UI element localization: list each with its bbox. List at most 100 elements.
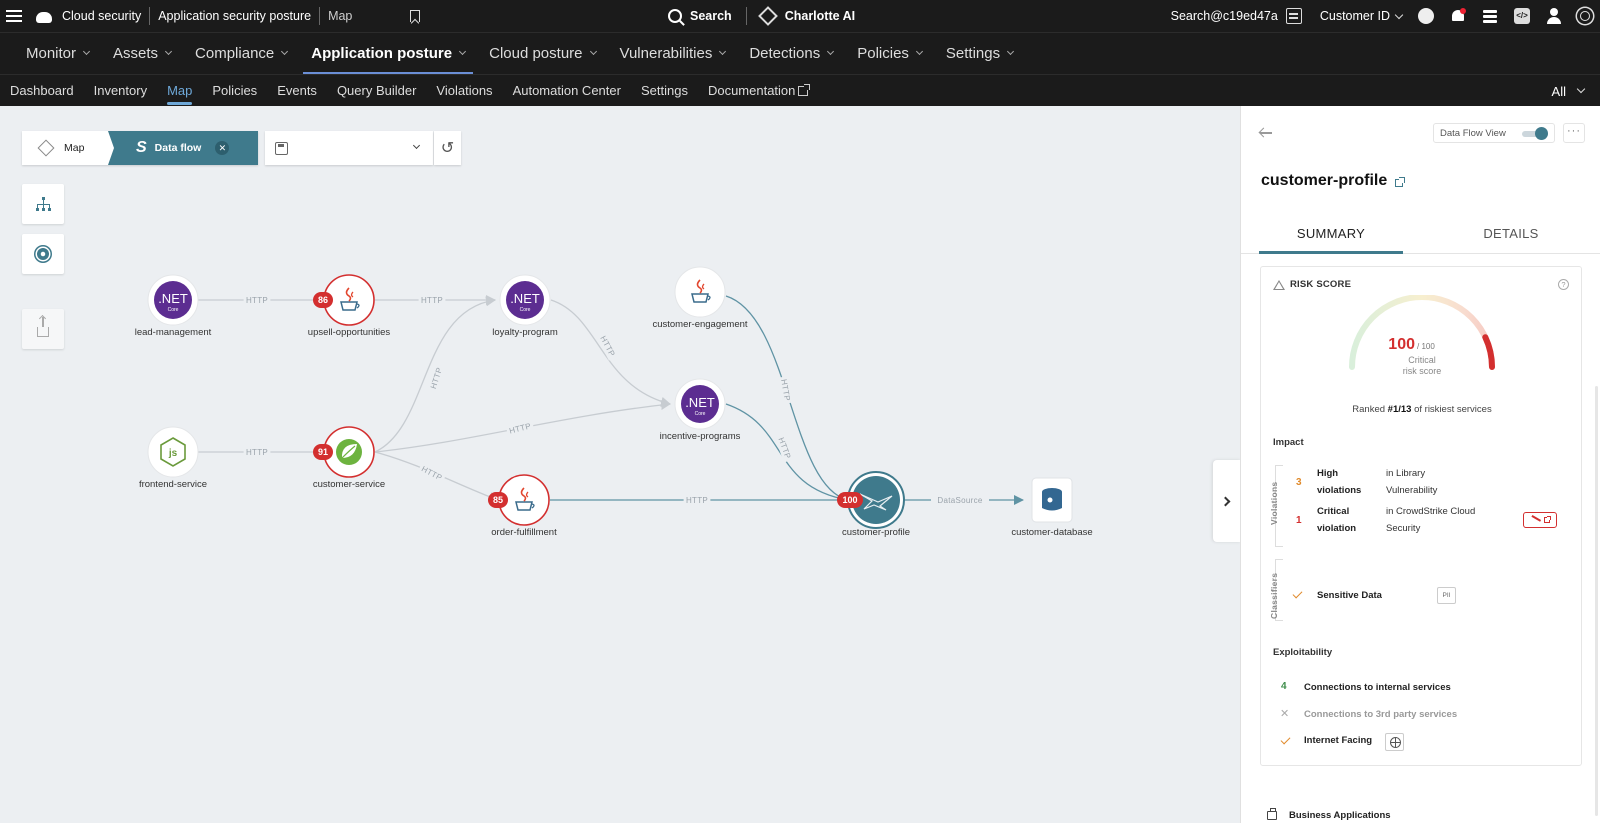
back-arrow-icon[interactable] [1259, 128, 1273, 138]
badge-icon[interactable] [1418, 8, 1434, 24]
node-label[interactable]: incentive-programs [660, 431, 741, 442]
scope-dropdown[interactable]: All [1552, 75, 1586, 107]
edge-label: DataSource [937, 496, 982, 505]
toggle-switch[interactable] [1522, 127, 1548, 140]
theme-sun-icon[interactable] [1580, 11, 1590, 21]
external-link-icon[interactable] [1395, 177, 1406, 187]
chevron-down-icon[interactable] [1394, 10, 1404, 19]
node-label[interactable]: customer-service [313, 479, 385, 490]
search-button[interactable]: Search [690, 9, 732, 23]
subnav-item-settings[interactable]: Settings [631, 75, 698, 107]
tab-summary[interactable]: SUMMARY [1241, 214, 1421, 254]
layout-button[interactable] [22, 184, 64, 224]
nav-item-monitor[interactable]: Monitor [0, 33, 101, 75]
map-mode-label: Map [64, 142, 85, 154]
charlotte-ai-button[interactable]: Charlotte AI [784, 9, 856, 23]
pii-badge[interactable]: PII [1437, 587, 1456, 604]
node-label[interactable]: loyalty-program [492, 327, 558, 338]
node-customer-engagement[interactable]: customer-engagement [652, 266, 748, 330]
subnav-item-query-builder[interactable]: Query Builder [327, 75, 426, 107]
divider [319, 7, 321, 25]
nav-item-vulnerabilities[interactable]: Vulnerabilities [608, 33, 738, 75]
business-applications-section[interactable]: Business Applications [1267, 808, 1391, 821]
globe-icon[interactable] [1385, 733, 1404, 751]
nav-item-label: Policies [857, 45, 909, 62]
node-label[interactable]: customer-profile [842, 527, 910, 538]
user-profile-icon[interactable] [1546, 8, 1562, 24]
nav-item-label: Detections [749, 45, 821, 62]
edge-label: HTTP [598, 334, 616, 358]
node-upsell-opportunities[interactable]: 86 upsell-opportunities [308, 274, 391, 338]
product-name[interactable]: Cloud security [62, 9, 142, 23]
notification-bell-icon[interactable] [1450, 8, 1466, 24]
help-icon[interactable]: ? [1558, 279, 1569, 290]
module-name[interactable]: Application security posture [158, 9, 312, 23]
map-mode-button[interactable]: Map [22, 131, 114, 165]
saved-view-select[interactable] [265, 131, 433, 165]
data-flow-view-toggle[interactable]: Data Flow View [1433, 123, 1555, 143]
nav-item-policies[interactable]: Policies [845, 33, 934, 75]
nav-item-cloud-posture[interactable]: Cloud posture [477, 33, 607, 75]
chevron-down-icon [281, 47, 289, 56]
data-flow-mode-button[interactable]: S Data flow ✕ [108, 131, 258, 165]
stack-icon[interactable] [1482, 8, 1498, 24]
node-label[interactable]: order-fulfillment [491, 527, 557, 538]
node-label[interactable]: customer-database [1011, 527, 1092, 538]
customer-id-dropdown[interactable]: Customer ID [1319, 9, 1390, 23]
nav-item-assets[interactable]: Assets [101, 33, 183, 75]
internal-connections-label[interactable]: Connections to internal services [1304, 682, 1451, 693]
subnav-item-automation-center[interactable]: Automation Center [503, 75, 631, 107]
node-customer-database[interactable]: customer-database [1011, 477, 1093, 538]
nav-item-application-posture[interactable]: Application posture [299, 33, 477, 75]
risk-score-heading: RISK SCORE [1273, 279, 1351, 290]
bookmark-icon[interactable] [410, 10, 421, 22]
tab-details[interactable]: DETAILS [1483, 226, 1539, 241]
nav-item-settings[interactable]: Settings [934, 33, 1025, 75]
subnav-item-violations[interactable]: Violations [426, 75, 502, 107]
export-button[interactable] [22, 309, 64, 349]
subnav-item-inventory[interactable]: Inventory [84, 75, 157, 107]
edge-label: HTTP [246, 448, 268, 457]
reset-view-button[interactable]: ↺ [434, 131, 461, 165]
edge-custsvc-loyalty[interactable] [374, 296, 496, 453]
crowdstrike-violation-link[interactable] [1523, 512, 1557, 528]
node-label[interactable]: lead-management [135, 327, 212, 338]
node-label[interactable]: upsell-opportunities [308, 327, 391, 338]
collapse-panel-button[interactable] [1213, 460, 1241, 542]
more-options-button[interactable]: ··· [1563, 123, 1585, 143]
subnav-item-events[interactable]: Events [267, 75, 327, 107]
risk-gauge: 100 / 100 Critical risk score [1349, 295, 1495, 376]
subnav-item-map[interactable]: Map [157, 75, 202, 107]
developer-icon[interactable]: </> [1514, 8, 1530, 24]
nav-item-detections[interactable]: Detections [737, 33, 845, 75]
risk-score-text: 86 [318, 295, 328, 305]
subnav-item-dashboard[interactable]: Dashboard [0, 75, 84, 107]
menu-icon[interactable] [6, 7, 22, 25]
subnav-item-policies[interactable]: Policies [202, 75, 267, 107]
edge-label: HTTP [420, 464, 444, 482]
tenant-icon[interactable] [1285, 8, 1302, 24]
node-label[interactable]: customer-engagement [652, 319, 747, 330]
search-icon[interactable] [668, 9, 682, 23]
node-label[interactable]: frontend-service [139, 479, 207, 490]
panel-scrollbar[interactable] [1595, 386, 1598, 816]
subnav-item-documentation[interactable]: Documentation [698, 75, 818, 107]
close-icon[interactable]: ✕ [215, 141, 230, 155]
account-search[interactable]: Search@c19ed47a [1170, 9, 1278, 23]
edge-label: HTTP [686, 496, 708, 505]
edge-loyalty-incentive[interactable] [550, 299, 671, 407]
settings-button[interactable] [22, 234, 64, 274]
nav-item-compliance[interactable]: Compliance [183, 33, 299, 75]
